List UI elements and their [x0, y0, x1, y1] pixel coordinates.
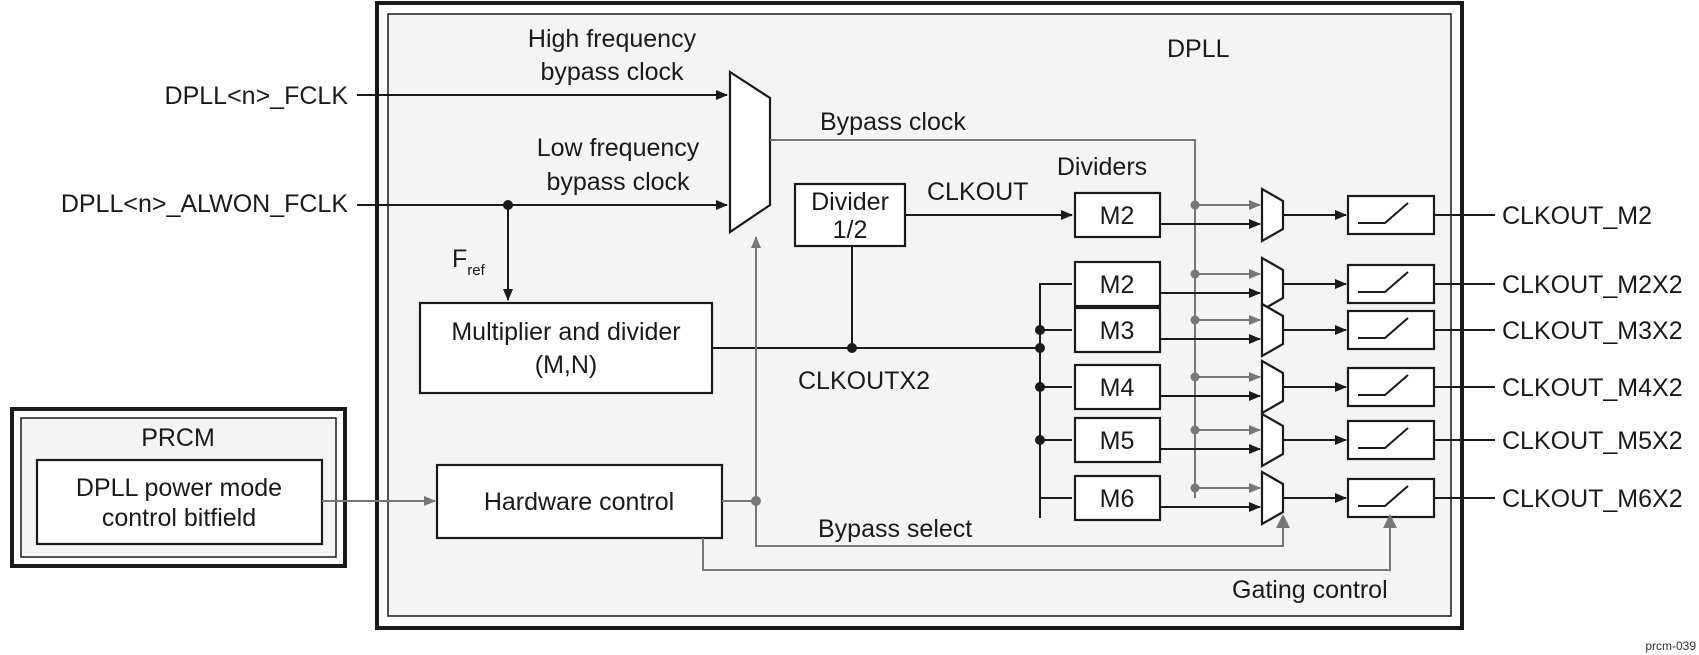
lf-bypass-line-2: bypass clock — [546, 168, 690, 196]
output-3-mux — [1260, 359, 1285, 415]
divider-2-block — [1073, 306, 1162, 354]
output-2-gate — [1346, 309, 1436, 351]
clkout-label: CLKOUT — [927, 178, 1028, 206]
divider-3-block — [1073, 363, 1162, 411]
output-2-mux — [1260, 302, 1285, 358]
output-5-mux — [1260, 470, 1285, 526]
bypass-select-arrow — [1276, 514, 1290, 528]
power-mode-line-1: DPLL power mode — [76, 474, 282, 502]
output-0-bypass-junction — [1190, 200, 1200, 210]
divider-5-label: M6 — [1100, 485, 1135, 513]
bypass-clock-label: Bypass clock — [820, 108, 966, 136]
output-1-mux — [1260, 256, 1285, 312]
divider-2-label: M3 — [1100, 317, 1135, 345]
prcm-title: PRCM — [141, 424, 215, 452]
divider-0-label: M2 — [1100, 202, 1135, 230]
output-1-gate — [1346, 263, 1436, 305]
lf-bypass-line-1: Low frequency — [537, 134, 700, 162]
bus-junction-clkoutx2 — [1035, 343, 1045, 353]
output-1-label: CLKOUT_M2X2 — [1502, 271, 1683, 299]
divider-1-label: M2 — [1100, 271, 1135, 299]
gating-control-wire — [702, 516, 1391, 571]
divider-1-block — [1073, 260, 1162, 308]
output-4-switch-icon — [1358, 427, 1409, 449]
divider-line-2: 1/2 — [833, 216, 868, 244]
output-5-bypass-junction — [1190, 483, 1200, 493]
divider-5-block — [1073, 474, 1162, 522]
bypass-select-wire — [722, 500, 1284, 547]
dividers-label: Dividers — [1057, 153, 1147, 181]
output-5-gate — [1346, 477, 1436, 519]
output-3-gate — [1346, 366, 1436, 408]
output-0-label: CLKOUT_M2 — [1502, 202, 1652, 230]
fref-main: F — [452, 245, 467, 273]
output-0-switch-icon — [1358, 202, 1409, 224]
hf-bypass-line-2: bypass clock — [540, 58, 684, 86]
bypass-select-label: Bypass select — [818, 515, 972, 543]
input-fclk-label: DPLL<n>_FCLK — [165, 82, 349, 110]
bypass-mux — [728, 69, 772, 235]
output-5-label: CLKOUT_M6X2 — [1502, 485, 1683, 513]
hardware-control-block — [435, 463, 724, 540]
output-3-bypass-junction — [1190, 372, 1200, 382]
clkoutx2-label: CLKOUTX2 — [798, 367, 930, 395]
multiplier-line-1: Multiplier and divider — [451, 318, 680, 346]
dpll-title: DPLL — [1167, 35, 1230, 63]
output-rows: CLKOUT_M2CLKOUT_M2X2CLKOUT_M3X2CLKOUT_M4… — [1190, 187, 1683, 526]
input-alwon-fclk-label: DPLL<n>_ALWON_FCLK — [61, 190, 348, 218]
divider-4-label: M5 — [1100, 427, 1135, 455]
divider-4-block — [1073, 416, 1162, 464]
output-2-bypass-junction — [1190, 315, 1200, 325]
hardware-control-label: Hardware control — [484, 488, 674, 516]
hf-bypass-line-1: High frequency — [528, 25, 697, 53]
divider-0-block — [1073, 191, 1162, 239]
fref-subscript: ref — [467, 262, 485, 279]
output-3-switch-icon — [1358, 374, 1409, 396]
gating-control-label: Gating control — [1232, 576, 1388, 604]
multiplier-line-2: (M,N) — [535, 351, 597, 379]
output-2-switch-icon — [1358, 317, 1409, 339]
output-3-label: CLKOUT_M4X2 — [1502, 374, 1683, 402]
output-2-label: CLKOUT_M3X2 — [1502, 317, 1683, 345]
power-mode-block — [35, 458, 324, 546]
fref-label: Fref — [452, 245, 486, 279]
output-1-switch-icon — [1358, 271, 1409, 293]
output-0-mux — [1260, 187, 1285, 243]
output-4-label: CLKOUT_M5X2 — [1502, 427, 1683, 455]
multiplier-block — [418, 301, 714, 395]
output-4-mux — [1260, 412, 1285, 468]
divider-3-label: M4 — [1100, 374, 1135, 402]
output-1-bypass-junction — [1190, 269, 1200, 279]
power-mode-line-2: control bitfield — [102, 504, 256, 532]
output-5-switch-icon — [1358, 485, 1409, 507]
output-0-gate — [1346, 194, 1436, 236]
divider-line-1: Divider — [811, 188, 889, 216]
output-4-gate — [1346, 419, 1436, 461]
output-4-bypass-junction — [1190, 425, 1200, 435]
figure-id: prcm-039 — [1645, 639, 1696, 653]
gating-control-arrow — [1383, 514, 1397, 528]
